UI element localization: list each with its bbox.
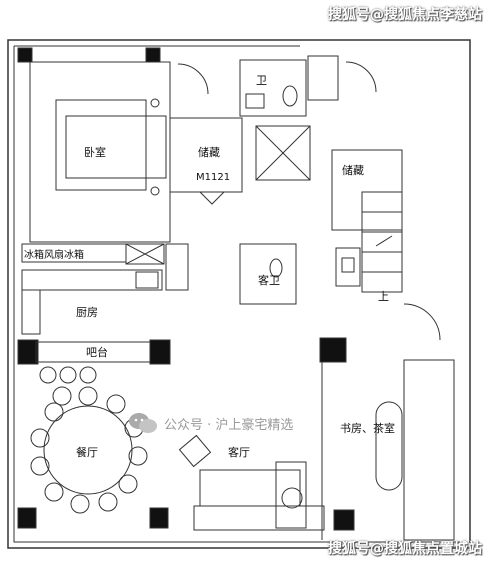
kitchen-label: 厨房 — [76, 306, 98, 319]
study-table — [375, 401, 403, 491]
guest-bath-label: 客卫 — [258, 273, 280, 287]
elevator-shaft — [255, 125, 311, 181]
appliance-label: 冰箱风扇冰箱 — [24, 248, 84, 261]
toilet — [282, 85, 298, 107]
column-center — [319, 337, 347, 363]
study-door-arc — [403, 303, 441, 341]
tall-cabinet — [165, 243, 189, 291]
dining-label: 餐厅 — [76, 445, 98, 459]
column-top-left — [17, 47, 33, 63]
watermark-center-text: 公众号 · 沪上豪宅精选 — [164, 417, 294, 433]
wechat-icon — [129, 413, 157, 433]
tv-cabinet — [193, 505, 325, 531]
bathroom-label: 卫 — [256, 74, 267, 87]
column-bottom-left — [17, 507, 37, 529]
bed — [65, 115, 167, 179]
lounge-chair — [178, 434, 212, 468]
bar-stool-1 — [39, 366, 57, 384]
storage-door — [199, 191, 225, 205]
kitchen-sink — [135, 271, 159, 289]
bathroom-door-arc — [345, 61, 377, 93]
guest-sink — [341, 257, 355, 273]
stair-arrow — [375, 235, 393, 247]
kitchen-counter-top — [21, 269, 163, 291]
lamp-bottom — [150, 186, 160, 196]
bedroom-label: 卧室 — [84, 145, 106, 159]
column-bottom-right — [333, 509, 355, 531]
living-rug — [199, 469, 301, 507]
watermark-bottom: 搜狐号@搜狐焦点置城站 — [328, 541, 482, 557]
door-code-label: M1121 — [196, 172, 230, 183]
kitchen-counter-side — [21, 289, 41, 335]
storage-label-2: 储藏 — [342, 163, 364, 177]
bedroom-rug — [55, 99, 147, 191]
storage-room-1 — [169, 117, 243, 193]
side-table — [281, 487, 303, 509]
sofa-side — [275, 461, 307, 529]
bed-pillows — [145, 115, 167, 179]
bathroom-room — [239, 59, 307, 117]
watermark-top: 搜狐号@搜狐焦点李慈站 — [328, 7, 482, 23]
lamp-top — [150, 98, 160, 108]
bar-stool-3 — [79, 366, 97, 384]
bar-stool-2 — [59, 366, 77, 384]
inner-wall — [13, 45, 460, 543]
study-desk-wall — [403, 359, 455, 541]
bar-label: 吧台 — [86, 345, 108, 359]
elevator-cross-2 — [255, 125, 311, 181]
dining-table — [43, 405, 133, 495]
watermark-center: 公众号 · 沪上豪宅精选 — [128, 412, 293, 434]
column-bar-right — [149, 339, 171, 365]
shower — [307, 55, 339, 101]
guest-sink-counter — [335, 247, 361, 287]
guest-toilet — [269, 258, 283, 278]
column-left-mid — [17, 339, 39, 365]
bedroom-door-arc — [177, 63, 209, 95]
outer-wall — [7, 39, 471, 549]
sink — [245, 93, 265, 109]
dining-chairs — [30, 386, 148, 514]
staircase — [361, 191, 403, 293]
study-label: 书房、茶室 — [340, 421, 395, 435]
stove — [125, 243, 165, 265]
guest-bath-room — [239, 243, 297, 305]
storage-room-2 — [331, 149, 403, 231]
column-top-mid — [145, 47, 161, 63]
living-label: 客厅 — [228, 445, 250, 459]
bar-counter — [35, 341, 151, 363]
column-bottom-mid — [149, 507, 169, 529]
stair-up-label: 上 — [378, 290, 389, 303]
storage-label-1: 储藏 — [198, 145, 220, 159]
